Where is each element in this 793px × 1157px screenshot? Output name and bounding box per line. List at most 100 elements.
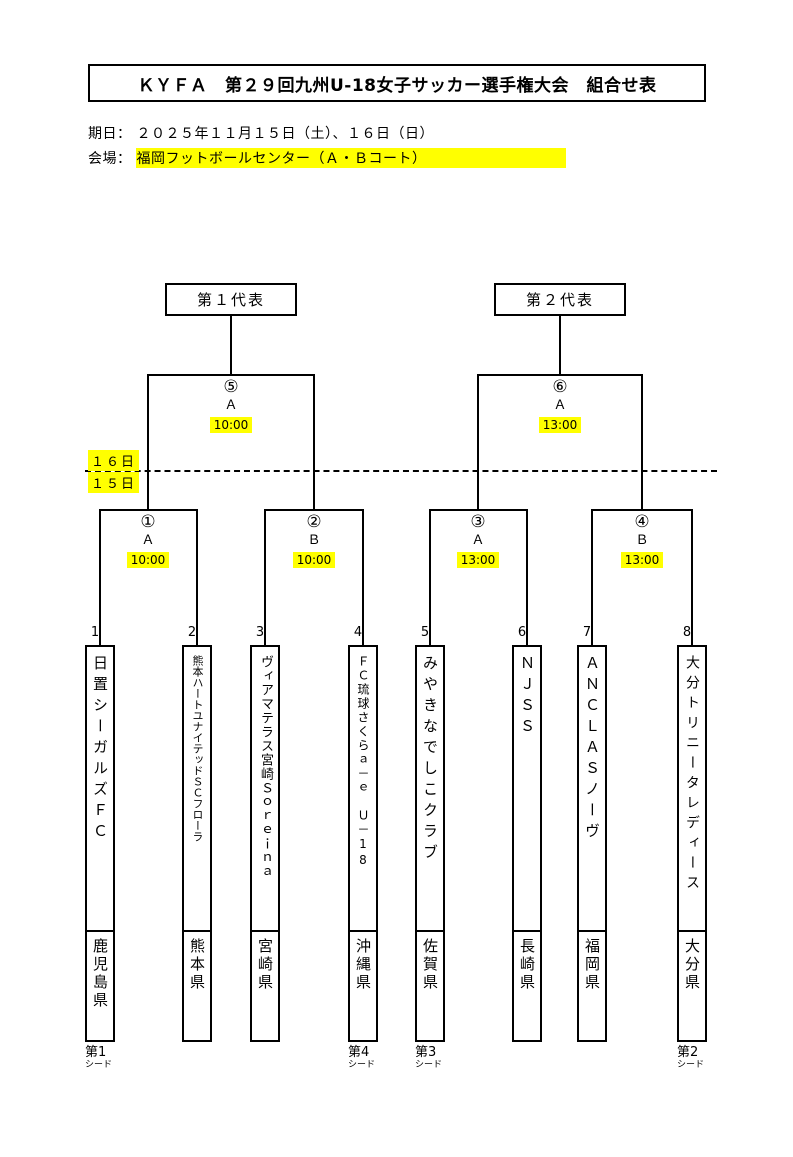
team-name: 熊本ハートユナイテッドＳＣフローラ <box>191 655 204 842</box>
team-prefecture: 長崎県 <box>518 938 536 992</box>
match-court: Ａ <box>224 398 238 413</box>
team-prefecture: 熊本県 <box>188 938 206 992</box>
connector-line <box>362 509 364 646</box>
day-label-15: １５日 <box>88 472 140 493</box>
page-title: ＫＹＦＡ 第２９回九州U-18女子サッカー選手権大会 組合せ表 <box>137 75 657 96</box>
connector-line <box>264 509 364 511</box>
venue-value: 福岡フットボールセンター（Ａ・Ｂコート） <box>136 148 567 168</box>
connector-line <box>591 509 693 511</box>
final-box-rep2: 第２代表 <box>494 283 626 316</box>
match-number: ③ <box>470 512 486 532</box>
connector-line <box>99 509 101 646</box>
match-court: Ａ <box>471 533 485 548</box>
team-prefecture: 大分県 <box>683 938 701 992</box>
seed-suffix: シード <box>348 1060 376 1070</box>
match-number: ① <box>140 512 156 532</box>
match-time: 13:00 <box>456 552 500 568</box>
prefecture-box: 鹿児島県 <box>85 930 115 1042</box>
final-label: 第２代表 <box>525 291 594 309</box>
team-name: ヴィアマテラス宮崎Ｓｏｒｅｉｎａ <box>258 655 273 879</box>
team-column-3: ヴィアマテラス宮崎Ｓｏｒｅｉｎａ 宮崎県 <box>250 645 280 1045</box>
prefecture-box: 大分県 <box>677 930 707 1042</box>
team-name-box: みやきなでしこクラブ <box>415 645 445 932</box>
team-name-box: ＡＮＣＬＡＳノーヴ <box>577 645 607 932</box>
seed-suffix: シード <box>677 1060 705 1070</box>
slot-number: 4 <box>353 625 363 640</box>
match-court: Ａ <box>141 533 155 548</box>
day-label-16: １６日 <box>88 450 140 471</box>
team-name-box: ＦＣ琉球さくらａ－ｅ Ｕ－18 <box>348 645 378 932</box>
connector-line <box>429 509 528 511</box>
slot-number: 3 <box>255 625 265 640</box>
seed-label: 第1 <box>85 1045 107 1060</box>
seed-label: 第2 <box>677 1045 699 1060</box>
connector-line <box>230 316 232 375</box>
team-name: ＦＣ琉球さくらａ－ｅ Ｕ－18 <box>356 655 370 869</box>
match-number: ④ <box>634 512 650 532</box>
match-time: 13:00 <box>620 552 664 568</box>
day-separator-line <box>85 470 717 472</box>
match-1-label: ① Ａ 10:00 <box>108 512 188 568</box>
date-line: 期日： ２０２５年１１月１５日（土）、１６日（日） <box>88 123 434 143</box>
team-name-box: ヴィアマテラス宮崎Ｓｏｒｅｉｎａ <box>250 645 280 932</box>
team-name: 日置シーガルズＦＣ <box>91 655 109 844</box>
team-name: ＡＮＣＬＡＳノーヴ <box>583 655 601 844</box>
final-box-rep1: 第１代表 <box>165 283 297 316</box>
connector-line <box>313 374 315 511</box>
team-column-2: 熊本ハートユナイテッドＳＣフローラ 熊本県 <box>182 645 212 1045</box>
match-number: ⑤ <box>223 377 239 397</box>
connector-line <box>147 374 315 376</box>
match-4-label: ④ Ｂ 13:00 <box>602 512 682 568</box>
venue-line: 会場： 福岡フットボールセンター（Ａ・Ｂコート） <box>88 148 567 168</box>
match-court: Ｂ <box>635 533 649 548</box>
team-prefecture: 鹿児島県 <box>91 938 109 1010</box>
venue-label: 会場： <box>88 151 132 167</box>
match-time: 10:00 <box>209 417 253 433</box>
slot-number: 6 <box>517 625 527 640</box>
connector-line <box>526 509 528 646</box>
connector-line <box>641 374 643 511</box>
connector-line <box>477 374 643 376</box>
slot-number: 7 <box>582 625 592 640</box>
seed-label: 第4 <box>348 1045 370 1060</box>
team-prefecture: 沖縄県 <box>354 938 372 992</box>
prefecture-box: 沖縄県 <box>348 930 378 1042</box>
connector-line <box>147 374 149 511</box>
match-number: ② <box>306 512 322 532</box>
match-court: Ｂ <box>307 533 321 548</box>
connector-line <box>477 374 479 511</box>
semifinal-6-label: ⑥ Ａ 13:00 <box>520 377 600 433</box>
team-name: みやきなでしこクラブ <box>421 655 439 865</box>
semifinal-5-label: ⑤ Ａ 10:00 <box>191 377 271 433</box>
match-time: 10:00 <box>126 552 170 568</box>
team-column-5: みやきなでしこクラブ 佐賀県 第3 シード <box>415 645 445 1071</box>
team-column-6: ＮＪＳＳ 長崎県 <box>512 645 542 1045</box>
slot-number: 1 <box>90 625 100 640</box>
prefecture-box: 佐賀県 <box>415 930 445 1042</box>
slot-number: 8 <box>682 625 692 640</box>
team-prefecture: 宮崎県 <box>256 938 274 992</box>
seed-label: 第3 <box>415 1045 437 1060</box>
slot-number: 5 <box>420 625 430 640</box>
connector-line <box>196 509 198 646</box>
connector-line <box>264 509 266 646</box>
team-column-8: 大分トリニータレディース 大分県 第2 シード <box>677 645 707 1071</box>
connector-line <box>429 509 431 646</box>
title-box: ＫＹＦＡ 第２９回九州U-18女子サッカー選手権大会 組合せ表 <box>88 64 706 102</box>
team-column-1: 日置シーガルズＦＣ 鹿児島県 第1 シード <box>85 645 115 1071</box>
team-name: ＮＪＳＳ <box>518 655 536 739</box>
prefecture-box: 宮崎県 <box>250 930 280 1042</box>
seed-suffix: シード <box>415 1060 443 1070</box>
team-name-box: 日置シーガルズＦＣ <box>85 645 115 932</box>
match-court: Ａ <box>553 398 567 413</box>
connector-line <box>559 316 561 375</box>
match-time: 10:00 <box>292 552 336 568</box>
date-value: ２０２５年１１月１５日（土）、１６日（日） <box>136 126 434 142</box>
connector-line <box>99 509 198 511</box>
team-name-box: 熊本ハートユナイテッドＳＣフローラ <box>182 645 212 932</box>
team-prefecture: 佐賀県 <box>421 938 439 992</box>
prefecture-box: 長崎県 <box>512 930 542 1042</box>
prefecture-box: 福岡県 <box>577 930 607 1042</box>
team-name: 大分トリニータレディース <box>684 655 700 895</box>
